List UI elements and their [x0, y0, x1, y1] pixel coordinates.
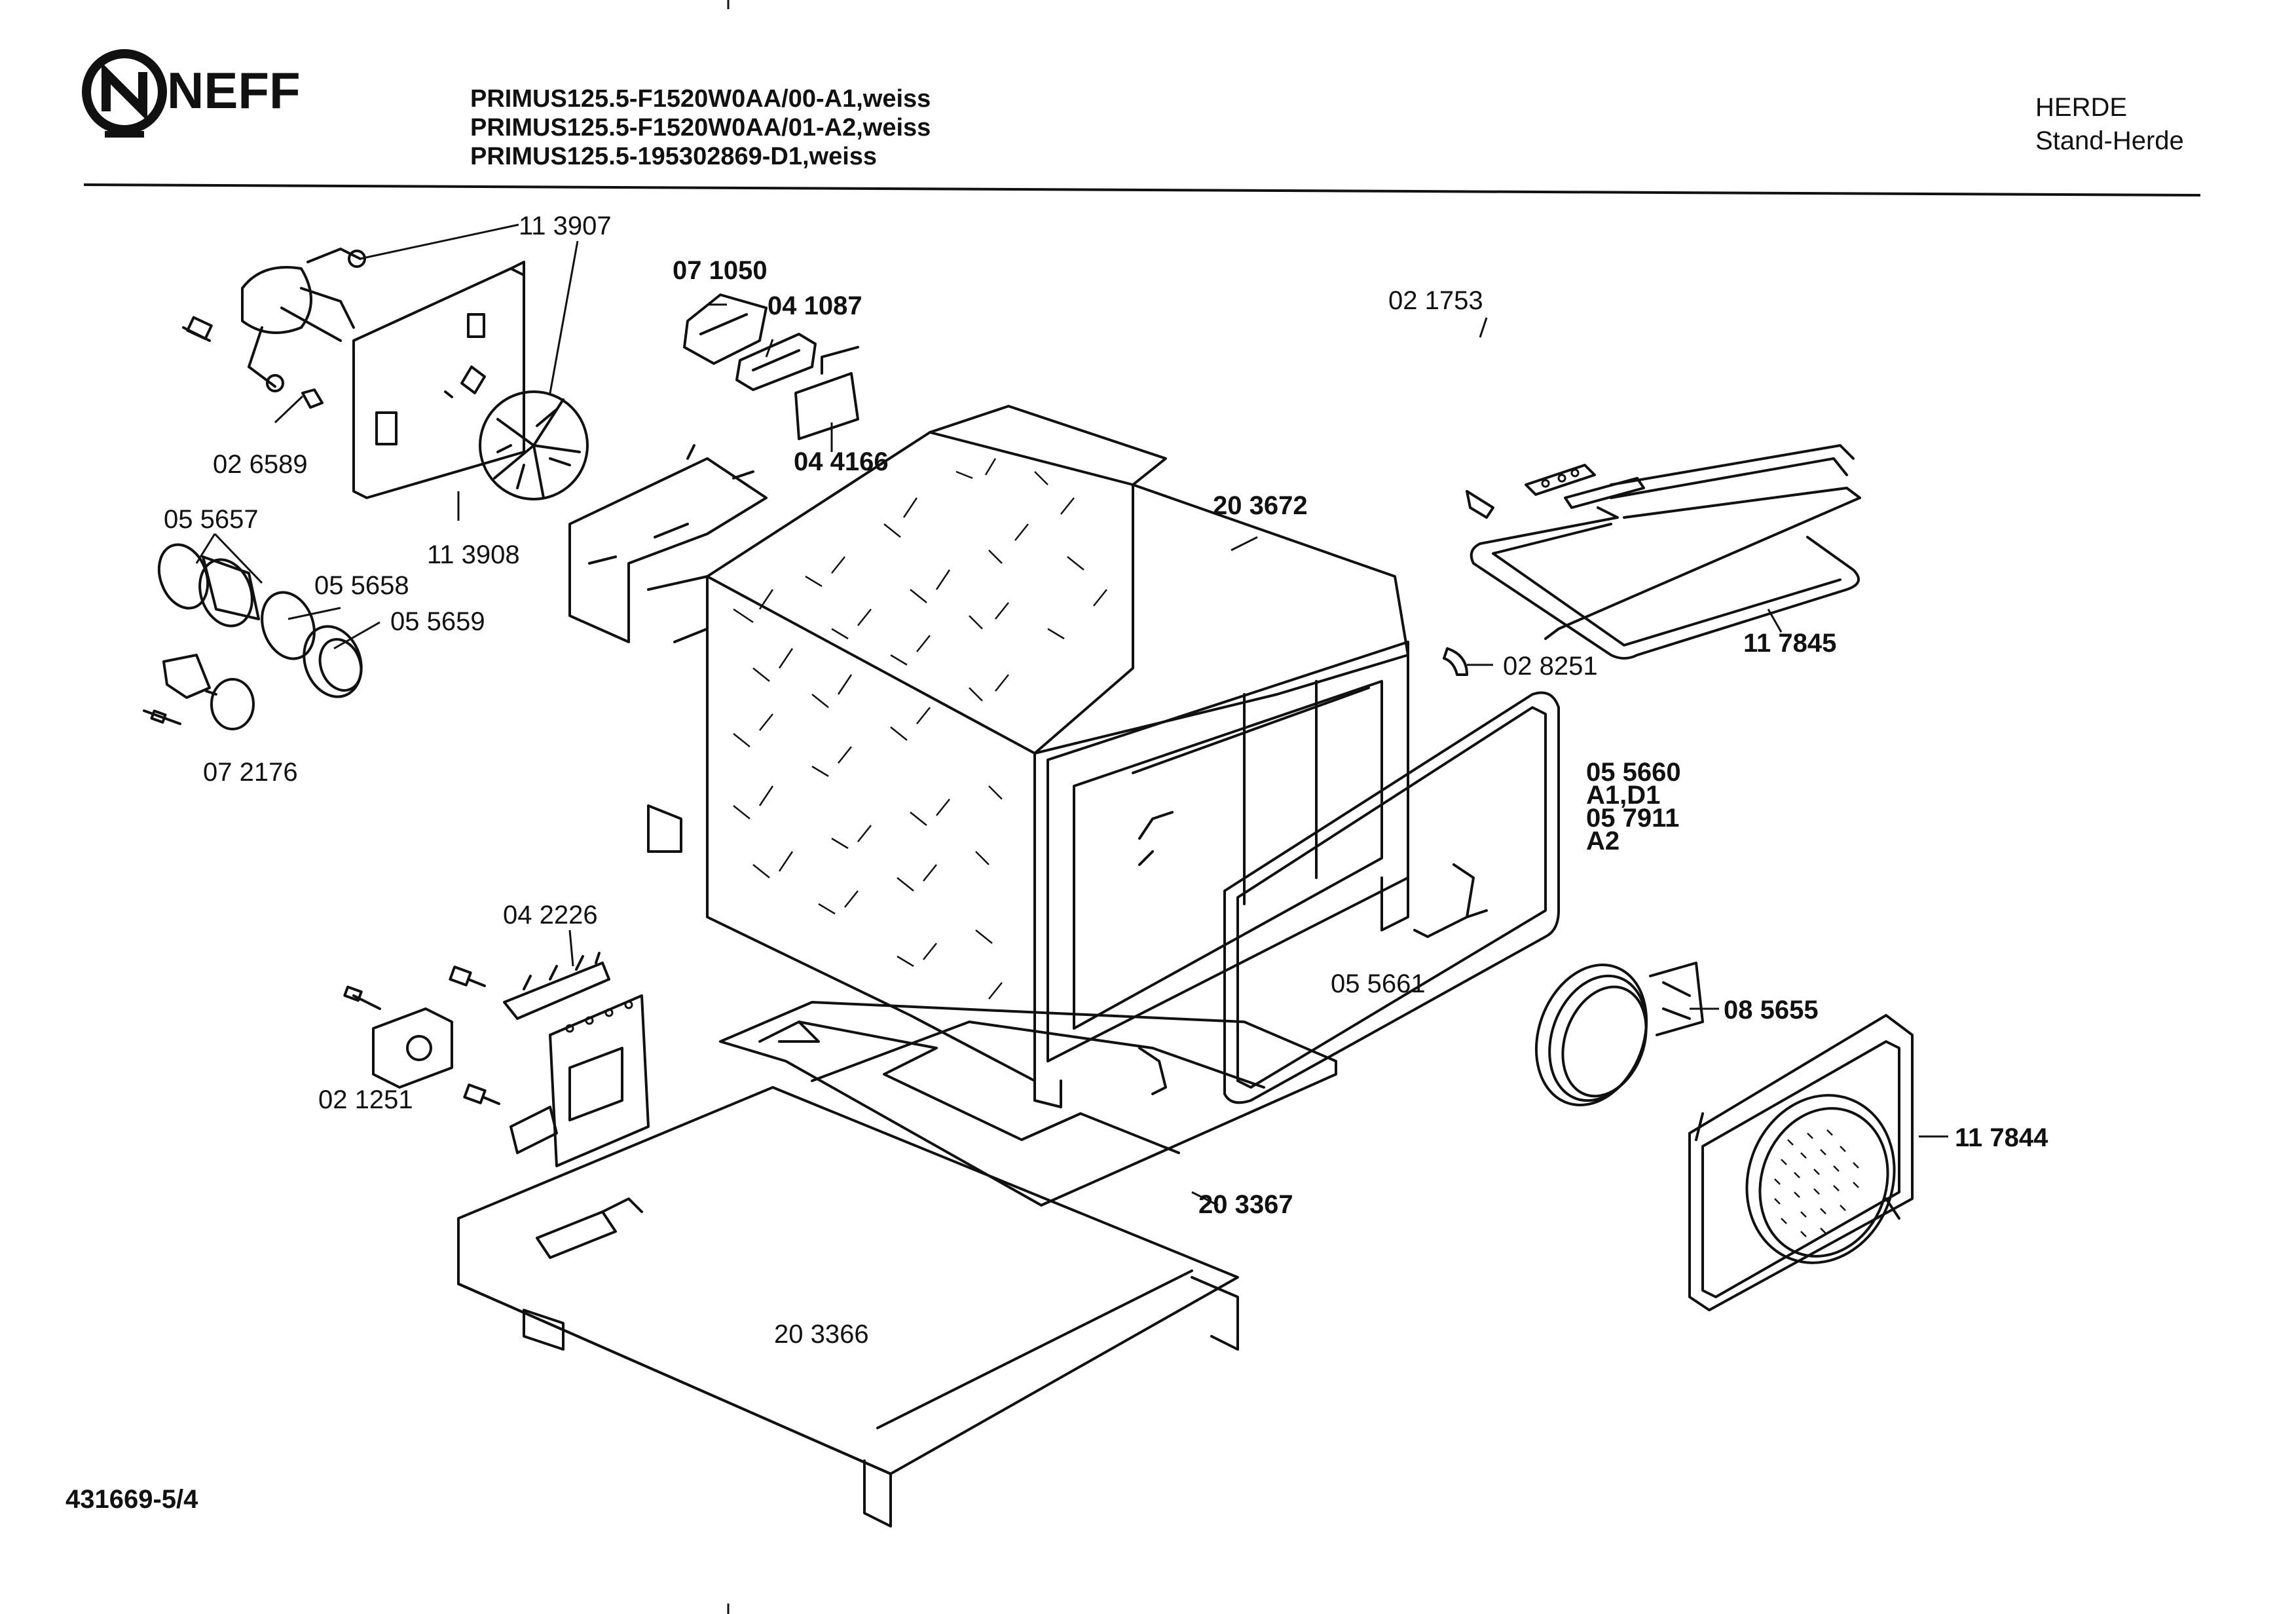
oven-lamp-assembly	[143, 543, 363, 730]
label-041087: 04 1087	[768, 291, 862, 320]
fan-wheel	[479, 390, 589, 500]
top-heating-element	[1466, 444, 1861, 660]
door-seal	[1223, 691, 1560, 1104]
switch-contact-strip	[503, 952, 610, 1020]
label-113907: 11 3907	[519, 212, 612, 240]
label-057911-variant: A2	[1586, 827, 1620, 855]
category-label: HERDE	[2035, 93, 2127, 122]
label-028251: 02 8251	[1503, 652, 1598, 681]
label-085655: 08 5655	[1724, 996, 1819, 1024]
base-tray	[457, 1086, 1239, 1528]
label-021251: 02 1251	[318, 1085, 413, 1114]
leader-lines	[195, 223, 1948, 1207]
terminal-clamp	[343, 985, 453, 1089]
model-line-1: PRIMUS125.5-F1520W0AA/00-A1,weiss	[470, 85, 931, 113]
logo-emblem-icon	[82, 49, 167, 134]
label-055659: 05 5659	[390, 607, 485, 636]
label-055657: 05 5657	[164, 505, 259, 534]
label-044166: 04 4166	[794, 447, 889, 476]
header-rule	[83, 183, 2201, 197]
label-055660-variant: A1,D1	[1586, 781, 1660, 810]
circular-heating-element	[1534, 962, 1704, 1106]
oven-cavity-with-insulation	[647, 405, 1409, 1108]
logo-emblem-n-icon	[102, 62, 147, 121]
model-line-3: PRIMUS125.5-195302869-D1,weiss	[470, 143, 877, 170]
terminal-block	[683, 293, 768, 365]
logo-base-icon	[105, 131, 144, 138]
label-026589: 02 6589	[213, 450, 308, 479]
switch-body	[509, 994, 650, 1167]
subcategory-label: Stand-Herde	[2035, 126, 2184, 155]
fan-mounting-plate	[352, 261, 525, 499]
bottom-heating-element	[719, 1001, 1337, 1207]
model-line-2: PRIMUS125.5-F1520W0AA/01-A2,weiss	[470, 114, 931, 141]
seal-clip	[1443, 647, 1468, 676]
label-055658: 05 5658	[314, 571, 409, 600]
label-071050: 07 1050	[673, 256, 768, 285]
terminal-cover	[735, 333, 817, 391]
label-072176: 07 2176	[203, 758, 298, 787]
label-203366: 20 3366	[774, 1320, 869, 1349]
terminal-bracket	[794, 346, 859, 440]
label-057911: 05 7911	[1586, 804, 1679, 833]
label-055660: 05 5660	[1586, 758, 1681, 787]
document-id: 431669-5/4	[65, 1485, 198, 1514]
brand-name: NEFF	[167, 62, 301, 119]
fan-motor-assembly	[182, 248, 366, 409]
brand-logo: NEFF	[82, 49, 301, 138]
label-021753: 02 1753	[1388, 286, 1483, 315]
label-203367: 20 3367	[1198, 1190, 1293, 1219]
screws-group	[449, 966, 500, 1105]
door-hinge-strap	[1138, 863, 1488, 1095]
label-117845: 11 7845	[1743, 629, 1836, 658]
label-117844: 11 7844	[1955, 1123, 2048, 1152]
fan-cover	[1688, 1014, 1914, 1311]
rear-heat-shield	[568, 444, 768, 643]
label-055661: 05 5661	[1331, 969, 1426, 998]
label-042226: 04 2226	[503, 901, 598, 929]
label-203672: 20 3672	[1213, 491, 1308, 520]
label-113908: 11 3908	[427, 540, 520, 569]
